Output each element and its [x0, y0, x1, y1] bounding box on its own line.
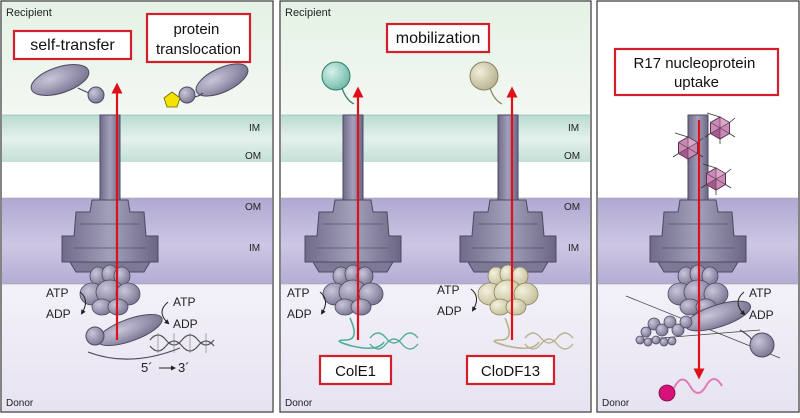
- clodf13-dna: [493, 317, 574, 350]
- panel-2-atp-left: ATP: [287, 286, 309, 300]
- panel-1-periplasm-gap: [2, 162, 272, 198]
- clodf13-mob-protein: [469, 61, 503, 105]
- panel-1-atp-left: ATP: [46, 286, 68, 300]
- label-five-prime: 5´: [141, 360, 153, 375]
- panel-1-membrane-label-2: OM: [245, 151, 261, 162]
- label-self-transfer: self-transfer: [30, 37, 115, 54]
- panel-1-membrane-label-1: IM: [249, 123, 260, 134]
- box-r17-uptake: [613, 47, 780, 97]
- cole1-mob-protein: [321, 61, 355, 105]
- panel-2-membrane-label-1: IM: [568, 123, 579, 134]
- panel-mobilization: Recipient Donor IM OM OM IM mobilization…: [279, 0, 592, 413]
- panel-2-membrane-label-3: OM: [564, 202, 580, 213]
- label-mobilization: mobilization: [396, 30, 480, 47]
- box-protein-translocation: [145, 12, 252, 64]
- panel-1-donor-cytoplasm: [2, 284, 272, 411]
- panel-3-donor-label: Donor: [602, 398, 630, 409]
- panel-2-recipient-label: Recipient: [285, 7, 331, 19]
- panel-1-atp-right: ATP: [173, 295, 195, 309]
- panel-3-donor-complex: [625, 295, 781, 359]
- cole1-dna: [338, 317, 419, 350]
- translocated-protein: [163, 63, 249, 108]
- label-clodf13: CloDF13: [481, 363, 540, 380]
- panel-1-membrane-label-4: IM: [249, 243, 260, 254]
- panel-2-adp-left: ADP: [287, 307, 312, 321]
- panel-1-recipient-label: Recipient: [6, 7, 52, 19]
- panel-2-recipient-cytoplasm: [281, 2, 590, 115]
- label-three-prime: 3´: [178, 360, 190, 375]
- panel-2-recipient-im: [281, 115, 590, 162]
- panel-3-adp: ADP: [749, 308, 774, 322]
- panel-2-donor-cytoplasm: [281, 284, 590, 411]
- panel-self-transfer: Recipient Donor IM OM OM IM self-transfe…: [0, 0, 274, 413]
- panel-2-membrane-label-4: IM: [568, 243, 579, 254]
- panel-2-membrane-label-2: OM: [564, 151, 580, 162]
- label-cole1: ColE1: [335, 363, 376, 380]
- r17-rna: [673, 378, 723, 394]
- panel-2-donor-label: Donor: [285, 398, 313, 409]
- panel-1-donor-label: Donor: [6, 398, 34, 409]
- panel-1-adp-left: ADP: [46, 307, 71, 321]
- box-mobilization: [385, 22, 491, 54]
- rna-cap-protein: [658, 384, 676, 402]
- label-r17-uptake: R17 nucleoprotein uptake: [634, 55, 760, 91]
- panel-2-atp-right: ATP: [437, 283, 459, 297]
- panel-1-recipient-im: [2, 115, 272, 162]
- panel-1-membrane-label-3: OM: [245, 202, 261, 213]
- effector-pentagon-icon: [163, 91, 181, 108]
- box-self-transfer: [12, 29, 133, 61]
- panel-3-atp: ATP: [749, 286, 771, 300]
- panel-1-adp-right: ADP: [173, 317, 198, 331]
- label-protein-translocation: protein translocation: [156, 21, 241, 58]
- box-clodf13: [465, 354, 556, 386]
- box-cole1: [318, 354, 393, 386]
- panel-r17-uptake: Donor R17 nucleoprotein uptake: [596, 0, 800, 413]
- panel-2-periplasm-gap: [281, 162, 590, 198]
- panel-2-adp-right: ADP: [437, 304, 462, 318]
- relaxase-in-recipient: [30, 64, 105, 104]
- donor-relaxase-dna: [85, 313, 215, 360]
